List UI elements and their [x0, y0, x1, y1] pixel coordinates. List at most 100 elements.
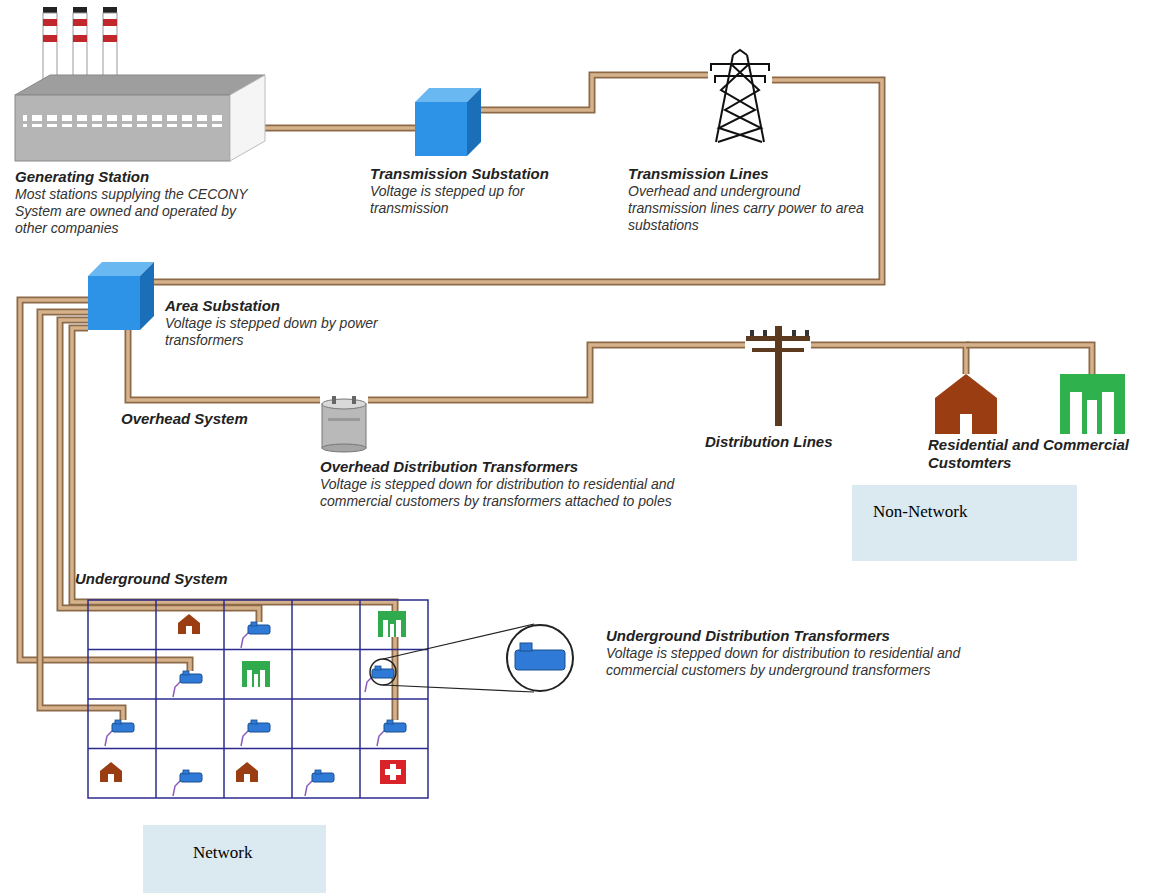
customer-buildings: Residential and Commercial Customters: [935, 374, 1127, 434]
power-line-core: [811, 345, 966, 374]
grid-symbols: [365, 666, 394, 692]
magnifier-callout: [515, 650, 565, 670]
area-substation: Area SubstationVoltage is stepped down b…: [88, 262, 152, 328]
substation-cube: [88, 262, 154, 330]
transmission-tower: Transmission LinesOverhead and undergrou…: [708, 50, 772, 142]
customer-buildings: [1087, 400, 1097, 434]
factory-icon: [15, 7, 265, 161]
factory-icon: [103, 7, 117, 13]
magnifier-callout: [370, 659, 396, 685]
transmission-substation: Transmission SubstationVoltage is steppe…: [415, 88, 481, 156]
power-line-core: [368, 345, 745, 400]
heading: Residential and Commercial Customters: [928, 436, 1153, 472]
grid-symbols: [100, 762, 122, 782]
text-group: Distribution Lines: [705, 433, 875, 451]
heading: Transmission Substation: [370, 165, 570, 183]
heading: Generating Station: [15, 168, 265, 186]
pole-transformer: [328, 418, 360, 421]
heading: Transmission Lines: [628, 165, 873, 183]
street-grid: [88, 748, 428, 750]
overhead-transformer: Overhead Distribution TransformersVoltag…: [320, 394, 368, 450]
heading: Distribution Lines: [705, 433, 875, 451]
factory-icon: [73, 7, 87, 13]
grid-symbols: [105, 720, 134, 746]
transmission-tower: [714, 75, 766, 77]
pole-transformer: [322, 404, 366, 448]
utility-pole: [763, 330, 767, 336]
grid-symbols: [173, 770, 202, 796]
generating-station: Generating StationMost stations supplyin…: [15, 3, 265, 163]
grid-symbols: [242, 661, 270, 687]
street-grid: [88, 600, 428, 798]
underground-feeders: [88, 660, 190, 671]
grid-symbols: [378, 611, 406, 637]
transmission-tower: [764, 76, 766, 83]
heading: Overhead Distribution Transformers: [320, 458, 685, 476]
grid-symbols: [173, 671, 202, 697]
text-group: Transmission LinesOverhead and undergrou…: [628, 165, 873, 234]
pole-transformer: [332, 396, 336, 404]
text-group: Area SubstationVoltage is stepped down b…: [165, 297, 435, 349]
power-line-casing: [368, 345, 745, 400]
customer-buildings: [1060, 374, 1125, 434]
underground-grid: Underground System: [88, 600, 428, 798]
transmission-tower: [768, 64, 770, 71]
customer-buildings: [966, 345, 1092, 374]
transmission-tower: [710, 64, 712, 71]
factory-icon: [103, 35, 117, 42]
pole-transformer: [322, 444, 366, 452]
utility-pole: [805, 330, 809, 336]
region-box: Network: [143, 825, 326, 893]
grid-symbols: [305, 770, 334, 796]
pole-transformer: [322, 396, 366, 452]
customer-buildings: [1102, 392, 1114, 434]
utility-pole: [746, 326, 810, 426]
heading: Non-Network: [873, 502, 967, 522]
power-line-casing: [265, 125, 415, 132]
factory-icon: [73, 19, 87, 26]
magnifier-callout: [507, 625, 573, 691]
text-group: Transmission SubstationVoltage is steppe…: [370, 165, 570, 217]
transmission-tower: [710, 50, 770, 142]
magnifier-callout: [520, 643, 532, 651]
power-line: [368, 345, 745, 400]
description: Overhead and underground transmission li…: [628, 183, 873, 234]
customer-buildings: [966, 345, 1092, 374]
description: Voltage is stepped up for transmission: [370, 183, 570, 217]
description: Voltage is stepped down for distribution…: [606, 645, 996, 679]
customer-buildings: [1070, 392, 1082, 434]
underground-feeders: [72, 328, 395, 720]
magnifier-callout: [370, 624, 573, 692]
heading: Underground Distribution Transformers: [606, 627, 996, 645]
pole-transformer: [352, 396, 356, 404]
circle-outline: [507, 625, 573, 691]
street-grid: [88, 698, 428, 700]
heading: Underground System: [75, 570, 375, 588]
power-line-casing: [811, 345, 966, 374]
transmission-tower: [733, 50, 747, 55]
grid-symbols: [241, 720, 270, 746]
power-line-core: [265, 126, 415, 130]
factory-icon: [15, 95, 230, 161]
street-grid: [88, 600, 428, 798]
description: Voltage is stepped down for distribution…: [320, 476, 685, 510]
power-line: [481, 75, 708, 110]
underground-feeders: [88, 660, 190, 671]
pole-transformer: [322, 399, 366, 409]
street-grid: [88, 649, 428, 651]
factory-icon: [103, 19, 117, 26]
heading: Area Substation: [165, 297, 435, 315]
text-group: Underground System: [75, 570, 375, 588]
factory-icon: [230, 75, 265, 161]
utility-pole: [792, 330, 796, 336]
customer-buildings: [935, 345, 1125, 434]
circle-outline: [506, 624, 574, 692]
transmission-tower: [718, 64, 761, 142]
grid-symbols: [178, 614, 200, 634]
distribution-pole: Distribution Lines: [745, 323, 811, 426]
magnifier-callout: [383, 685, 534, 692]
underground-feeders: [40, 312, 123, 720]
text-group: Overhead Distribution TransformersVoltag…: [320, 458, 685, 510]
text-group: Generating StationMost stations supplyin…: [15, 168, 265, 237]
power-line: [811, 345, 966, 374]
